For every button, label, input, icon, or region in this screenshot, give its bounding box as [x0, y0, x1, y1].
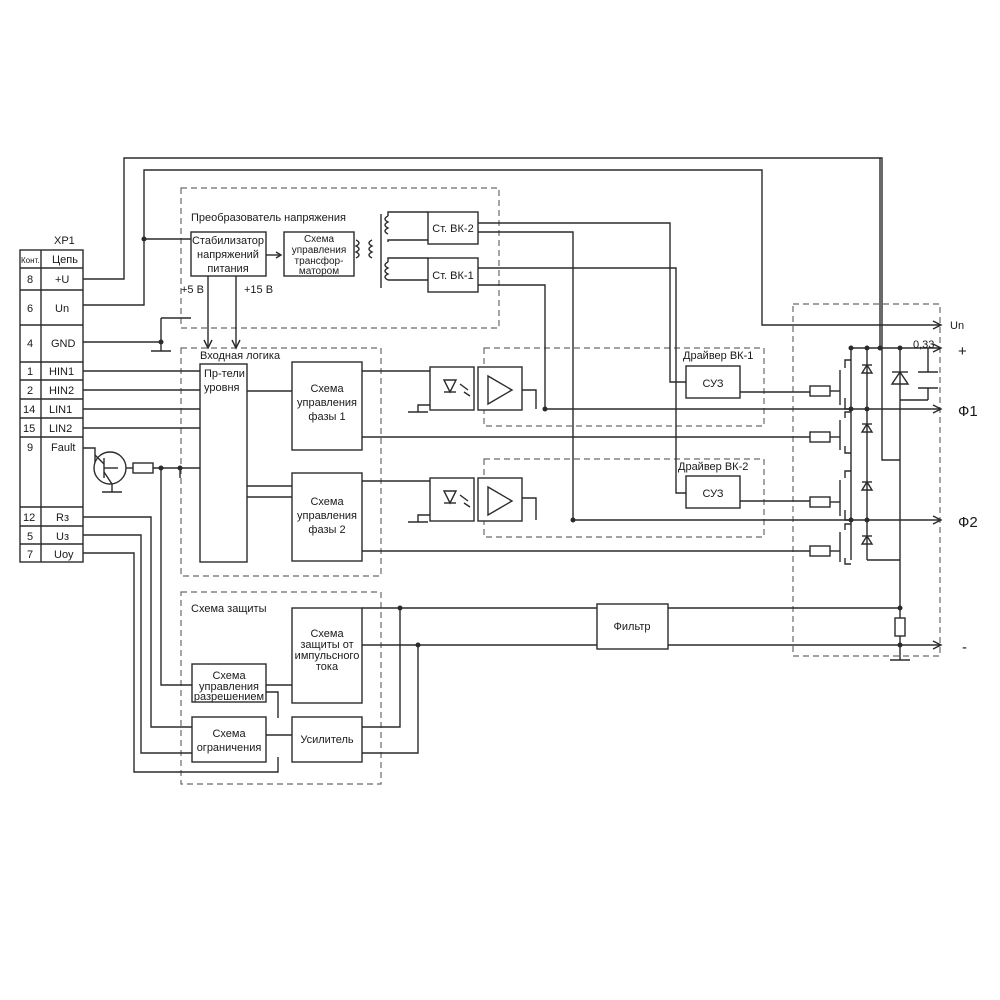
amplifier-1: [477, 366, 523, 411]
pin-num: 15: [23, 423, 35, 435]
suz1-block: СУЗ: [685, 365, 741, 399]
phase1-line: Схема: [310, 383, 344, 395]
transformer-control-line: управления: [292, 245, 347, 256]
driver-vk2-title: Драйвер ВК-2: [678, 461, 748, 473]
filter-label: Фильтр: [614, 621, 651, 633]
pulse-protection-line: тока: [316, 661, 339, 673]
pin-num: 4: [27, 338, 33, 350]
stabilizer-line: напряжений: [197, 249, 259, 261]
pin-name: HIN1: [49, 366, 74, 378]
output-phi1-label: Ф1: [958, 403, 978, 420]
protection-group-border: [180, 591, 382, 785]
amplifier-2: [477, 477, 523, 522]
suz2-label: СУЗ: [703, 488, 724, 500]
pin-name: +U: [55, 274, 69, 286]
output-phi2-label: Ф2: [958, 514, 978, 531]
col-circuit-header: Цепь: [52, 254, 78, 266]
voltage-15v-label: +15 В: [244, 284, 273, 296]
pin-name: Un: [55, 303, 69, 315]
pulse-protection-line: защиты от: [300, 639, 353, 651]
phase1-line: фазы 1: [308, 411, 345, 423]
enable-control-block: Схема управления разрешением: [191, 663, 267, 703]
suz1-label: СУЗ: [703, 378, 724, 390]
phase1-line: управления: [297, 397, 357, 409]
power-stage: [809, 158, 940, 661]
st-vk1-label: Ст. ВК-1: [432, 270, 473, 282]
transformer-control-block: Схема управления трансфор- матором: [283, 231, 355, 277]
transformer-control-line: Схема: [304, 234, 335, 245]
pin-name: LIN2: [49, 423, 72, 435]
col-contact-header: Конт.: [21, 256, 40, 265]
stabilizer-line: Стабилизатор: [192, 235, 264, 247]
wiring: [83, 157, 940, 773]
output-arrows: [932, 320, 943, 650]
stabilizer-line: питания: [207, 263, 248, 275]
pulse-protection-block: Схема защиты от импульсного тока: [291, 607, 363, 704]
transformer-control-line: матором: [299, 266, 339, 277]
level-shifters-line: уровня: [204, 382, 240, 394]
pin-num: 14: [23, 404, 35, 416]
limit-line: Схема: [212, 728, 246, 740]
pin-num: 2: [27, 385, 33, 397]
pin-num: 12: [23, 512, 35, 524]
logic-title: Входная логика: [200, 350, 281, 362]
pin-num: 7: [27, 549, 33, 561]
output-un-label: Un: [950, 320, 964, 332]
phase2-control-block: Схема управления фазы 2: [291, 472, 363, 562]
logic-group-border: [180, 347, 382, 577]
stabilizer-block: Стабилизатор напряжений питания: [190, 231, 267, 277]
pin-name: Fault: [51, 442, 75, 454]
st-vk2-block: Ст. ВК-2: [427, 211, 479, 245]
pin-name: Rз: [56, 512, 69, 524]
output-minus-label: -: [962, 639, 967, 656]
pin-num: 1: [27, 366, 33, 378]
enable-control-line: Схема: [212, 670, 246, 682]
pin-name: Uз: [56, 531, 69, 543]
phase1-control-block: Схема управления фазы 1: [291, 361, 363, 451]
capacitor-value-label: 0,33: [913, 339, 934, 351]
phase2-line: фазы 2: [308, 524, 345, 536]
connector-xp1: XP1 Конт. Цепь 8 +U 6 Un 4 GND 1 HIN1 2 …: [19, 235, 84, 563]
pin-num: 8: [27, 274, 33, 286]
converter-title: Преобразователь напряжения: [191, 212, 346, 224]
pulse-protection-line: Схема: [310, 628, 344, 640]
amplifier-label: Усилитель: [300, 734, 354, 746]
enable-control-line: разрешением: [194, 691, 264, 703]
output-plus-label: +: [958, 343, 967, 360]
st-vk2-label: Ст. ВК-2: [432, 223, 473, 235]
connector-title: XP1: [54, 235, 75, 247]
suz2-block: СУЗ: [685, 475, 741, 509]
pin-num: 9: [27, 442, 33, 454]
level-shifters-line: Пр-тели: [204, 368, 245, 380]
enable-control-line: управления: [199, 681, 259, 693]
level-shifters-block: Пр-тели уровня: [199, 363, 248, 563]
st-vk1-block: Ст. ВК-1: [427, 257, 479, 293]
protection-title: Схема защиты: [191, 603, 267, 615]
optocoupler-2: [429, 477, 475, 522]
pin-name: HIN2: [49, 385, 74, 397]
filter-block: Фильтр: [596, 603, 669, 650]
fault-transistor-icon: [93, 451, 127, 492]
transformer-control-line: трансфор-: [295, 255, 344, 267]
driver-vk1-title: Драйвер ВК-1: [683, 350, 753, 362]
phase2-line: управления: [297, 510, 357, 522]
optocoupler-1: [429, 366, 475, 411]
limit-block: Схема ограничения: [191, 716, 267, 763]
driver2-group-border: [483, 458, 765, 538]
pin-num: 6: [27, 303, 33, 315]
pulse-protection-line: импульсного: [295, 650, 360, 662]
limit-line: ограничения: [197, 742, 262, 754]
amplifier-block: Усилитель: [291, 716, 363, 763]
driver1-group-border: [483, 347, 765, 427]
pin-name: Uoy: [54, 549, 74, 561]
phase2-line: Схема: [310, 496, 344, 508]
pin-name: GND: [51, 338, 76, 350]
power-module-border: [792, 303, 941, 657]
pin-name: LIN1: [49, 404, 72, 416]
converter-group-border: [180, 187, 500, 329]
voltage-5v-label: +5 В: [181, 284, 204, 296]
pin-num: 5: [27, 531, 33, 543]
